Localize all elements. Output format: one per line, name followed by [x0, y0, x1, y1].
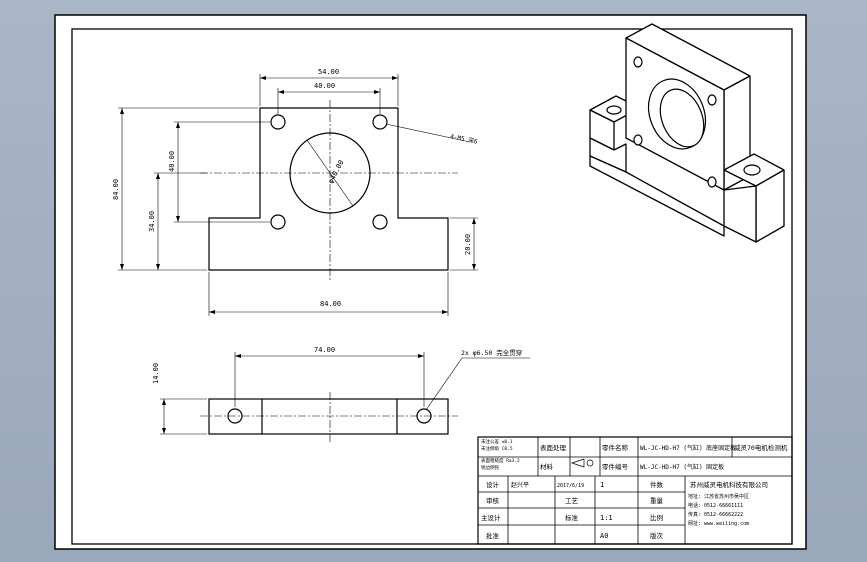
front-view-dimensions: [118, 74, 478, 316]
dim-14: 14.00: [152, 363, 160, 384]
projection-symbol-icon: [570, 458, 594, 468]
drawing-no-value: WL-JC-HD-H7 (气缸) 固定板: [640, 463, 724, 471]
bottom-view-centerlines: [200, 392, 458, 442]
drawing-name-label: 零件名称: [602, 443, 629, 452]
surface-label: 表面处理: [540, 443, 567, 452]
iso-foot-hole-right: [743, 164, 761, 176]
dim-74: 74.00: [314, 346, 335, 354]
approve-label: 批准: [486, 531, 500, 540]
company-fax: 传真: 0512-66662222: [688, 511, 743, 518]
dim-40-h: 40.00: [314, 82, 335, 90]
inner-frame: [71, 28, 793, 545]
sheet-label: 版次: [650, 531, 664, 540]
mount-hole-bl: [270, 214, 286, 230]
iso-hole-1: [633, 56, 643, 68]
tolerance-note-4: 锐边倒钝: [481, 464, 499, 471]
std-label: 标准: [565, 513, 579, 522]
company-web: 网址: www.weiling.com: [688, 520, 749, 527]
mount-hole-tr: [372, 114, 388, 130]
scale-value: 1:1: [600, 514, 613, 522]
count-label: 件数: [650, 480, 664, 489]
title-block: [477, 436, 793, 545]
bottom-view-outline: [208, 398, 449, 435]
mount-hole-tl: [270, 114, 286, 130]
process-label: 工艺: [565, 497, 579, 505]
tolerance-note-2: 未注倒角 C0.5: [481, 445, 513, 452]
iso-foot-hole-left: [606, 105, 622, 115]
company-tel: 电话: 0512-66661111: [688, 502, 743, 509]
iso-hole-4: [707, 176, 717, 188]
sheet-value: A0: [600, 532, 608, 540]
main-design-label: 主设计: [481, 513, 501, 522]
product-name: 威灵70电机检测机: [734, 443, 788, 452]
dim-84-h: 84.00: [112, 179, 120, 200]
bottom-dim-text: 74.00 14.00 2x φ6.50 完全贯穿: [152, 346, 522, 384]
through-hole-note: 2x φ6.50 完全贯穿: [461, 348, 522, 357]
count-value: 1: [600, 481, 604, 489]
isometric-holes: [606, 56, 761, 188]
tolerance-note-1: 未注公差 ±0.1: [481, 438, 513, 445]
drawing-name-value: WL-JC-HD-H7 (气缸) 底座固定板: [640, 444, 736, 452]
iso-hole-3: [633, 134, 643, 146]
dim-34: 34.00: [148, 211, 156, 232]
check-label: 审核: [486, 496, 500, 505]
bottom-arrows: [162, 354, 424, 434]
front-view-centerlines: [200, 100, 458, 280]
material-label: 材料: [540, 462, 554, 471]
company-name: 苏州威灵电机科技有限公司: [690, 480, 768, 489]
tolerance-note-3: 表面粗糙度 Ra3.2: [481, 457, 520, 464]
weight-label: 重量: [650, 497, 664, 505]
front-view-outline: [208, 107, 449, 271]
front-arrows: [120, 76, 476, 314]
date-value: 2017/6/19: [557, 483, 584, 489]
iso-hole-2: [707, 94, 717, 106]
iso-bore-inner: [659, 88, 705, 148]
dim-84-w: 84.00: [320, 300, 341, 308]
designer-label: 设计: [486, 480, 500, 489]
dim-40-v: 40.00: [168, 151, 176, 172]
company-address: 地址: 江苏省苏州市吴中区: [688, 493, 749, 500]
mount-hole-br: [372, 214, 388, 230]
designer-value: 赵兴平: [511, 481, 529, 489]
dim-20: 20.00: [464, 234, 472, 255]
scale-label: 比例: [650, 513, 663, 522]
title-block-text: 未注公差 ±0.1 未注倒角 C0.5 表面粗糙度 Ra3.2 锐边倒钝 表面处…: [481, 438, 788, 540]
drawing-no-label: 零件编号: [602, 462, 629, 471]
dim-54: 54.00: [318, 68, 339, 76]
